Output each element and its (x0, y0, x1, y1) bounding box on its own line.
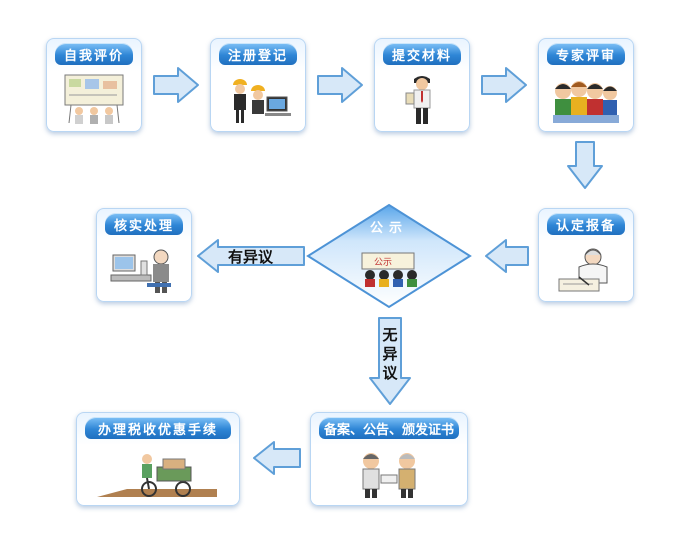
objection-label: 有异议 (228, 248, 274, 266)
no-objection-label-2: 异 (382, 345, 398, 363)
step-title: 自我评价 (55, 43, 133, 65)
arrow-right-3 (480, 66, 528, 104)
expert-panel-illustration (549, 71, 623, 125)
step-record-announce-certify: 备案、公告、颁发证书 (310, 412, 468, 506)
step-title: 注册登记 (219, 43, 297, 65)
presentation-board-illustration (57, 71, 131, 125)
step-expert-review: 专家评审 (538, 38, 634, 132)
officer-writing-illustration (549, 241, 623, 295)
step-registration: 注册登记 (210, 38, 306, 132)
step-self-assessment: 自我评价 (46, 38, 142, 132)
delivery-tricycle-illustration (87, 445, 229, 499)
arrow-down-1 (566, 140, 604, 190)
arrow-left-2 (252, 440, 302, 476)
step-title: 公示 (369, 221, 408, 236)
no-objection-label-3: 议 (382, 364, 398, 382)
arrow-left-1 (484, 238, 530, 274)
arrow-down-no-objection (368, 316, 412, 406)
step-title: 备案、公告、颁发证书 (319, 417, 459, 439)
man-with-document-illustration (385, 71, 459, 125)
step-title: 认定报备 (547, 213, 625, 235)
step-title: 核实处理 (105, 213, 183, 235)
step-recognition-report: 认定报备 (538, 208, 634, 302)
no-objection-label-1: 无 (382, 326, 398, 344)
step-tax-incentive: 办理税收优惠手续 (76, 412, 240, 506)
arrow-right-2 (316, 66, 364, 104)
office-desk-illustration (107, 241, 181, 295)
arrow-right-1 (152, 66, 200, 104)
arrow-left-objection (196, 238, 306, 274)
step-title: 办理税收优惠手续 (85, 417, 231, 439)
workers-computer-illustration (221, 71, 295, 125)
step-submit-materials: 提交材料 (374, 38, 470, 132)
step-title: 提交材料 (383, 43, 461, 65)
step-title: 专家评审 (547, 43, 625, 65)
step-publicity: 公示 公示 (306, 203, 472, 309)
step-verify-handle: 核实处理 (96, 208, 192, 302)
svg-text:公示: 公示 (374, 257, 392, 268)
handshake-illustration (321, 445, 457, 499)
